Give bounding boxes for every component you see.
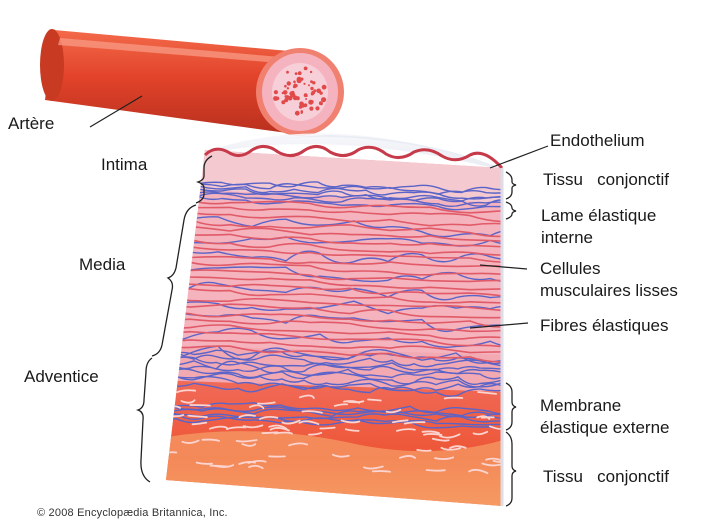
- endothelium-label: Endothelium: [550, 130, 645, 151]
- cellules-label-line2: musculaires lisses: [540, 280, 678, 301]
- lame-elastique-label-line2: interne: [541, 227, 593, 248]
- membrane-label-line2: élastique externe: [540, 417, 669, 438]
- artery-tube: [40, 29, 344, 136]
- adventice-label: Adventice: [24, 366, 99, 387]
- membrane-label-line1: Membrane: [540, 395, 621, 416]
- wall-layers: [150, 140, 550, 510]
- intima-label: Intima: [101, 154, 147, 175]
- artery-label: Artère: [8, 113, 54, 134]
- tissu-conjonctif-top-label: Tissu conjonctif: [543, 169, 669, 190]
- right-braces: [506, 172, 516, 506]
- cellules-label-line1: Cellules: [540, 258, 600, 279]
- media-label: Media: [79, 254, 125, 275]
- fibres-elastiques-label: Fibres élastiques: [540, 315, 669, 336]
- copyright-text: © 2008 Encyclopædia Britannica, Inc.: [37, 503, 228, 524]
- lame-elastique-label-line1: Lame élastique: [541, 205, 656, 226]
- tissu-conjonctif-bottom-label: Tissu conjonctif: [543, 466, 669, 487]
